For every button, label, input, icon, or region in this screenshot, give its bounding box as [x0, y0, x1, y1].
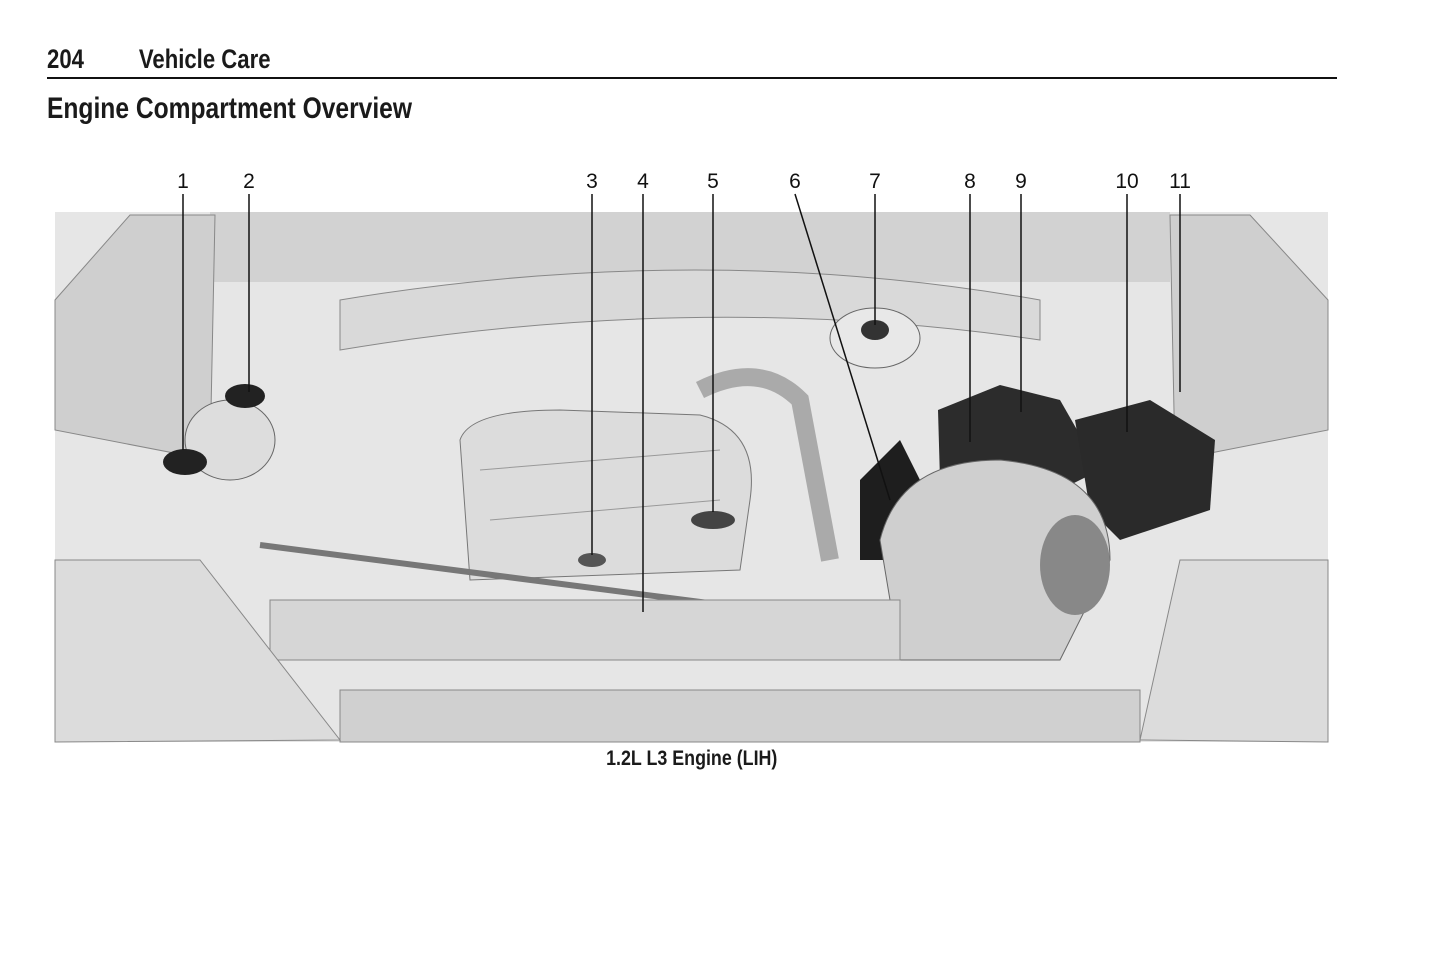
engine-compartment-illustration: 1 2 3 4 5 6 7 8 9 10 11	[54, 170, 1329, 743]
callout-number: 9	[1015, 170, 1027, 193]
callout-number: 11	[1169, 170, 1191, 193]
page-title: Engine Compartment Overview	[47, 92, 412, 125]
figure-caption: 1.2L L3 Engine (LIH)	[0, 747, 1383, 771]
running-header: 204 Vehicle Care	[47, 44, 271, 75]
engine-drawing	[54, 212, 1329, 743]
callout-number: 6	[789, 170, 801, 193]
callout-group: 1 2 3 4 5 6 7 8 9 10 11	[177, 170, 1191, 612]
callout-number: 3	[586, 170, 598, 193]
callout-number: 4	[637, 170, 649, 193]
callout-number: 1	[177, 170, 189, 193]
header-rule	[47, 77, 1337, 79]
callout-number: 5	[707, 170, 719, 193]
callout-number: 8	[964, 170, 976, 193]
figure-caption-text: 1.2L L3 Engine (LIH)	[605, 747, 778, 770]
callout-number: 7	[869, 170, 881, 193]
callout-number: 2	[243, 170, 255, 193]
page-number: 204	[47, 44, 84, 74]
callout-number: 10	[1115, 170, 1138, 193]
callout-leader-line	[794, 193, 891, 501]
section-title: Vehicle Care	[138, 44, 271, 74]
